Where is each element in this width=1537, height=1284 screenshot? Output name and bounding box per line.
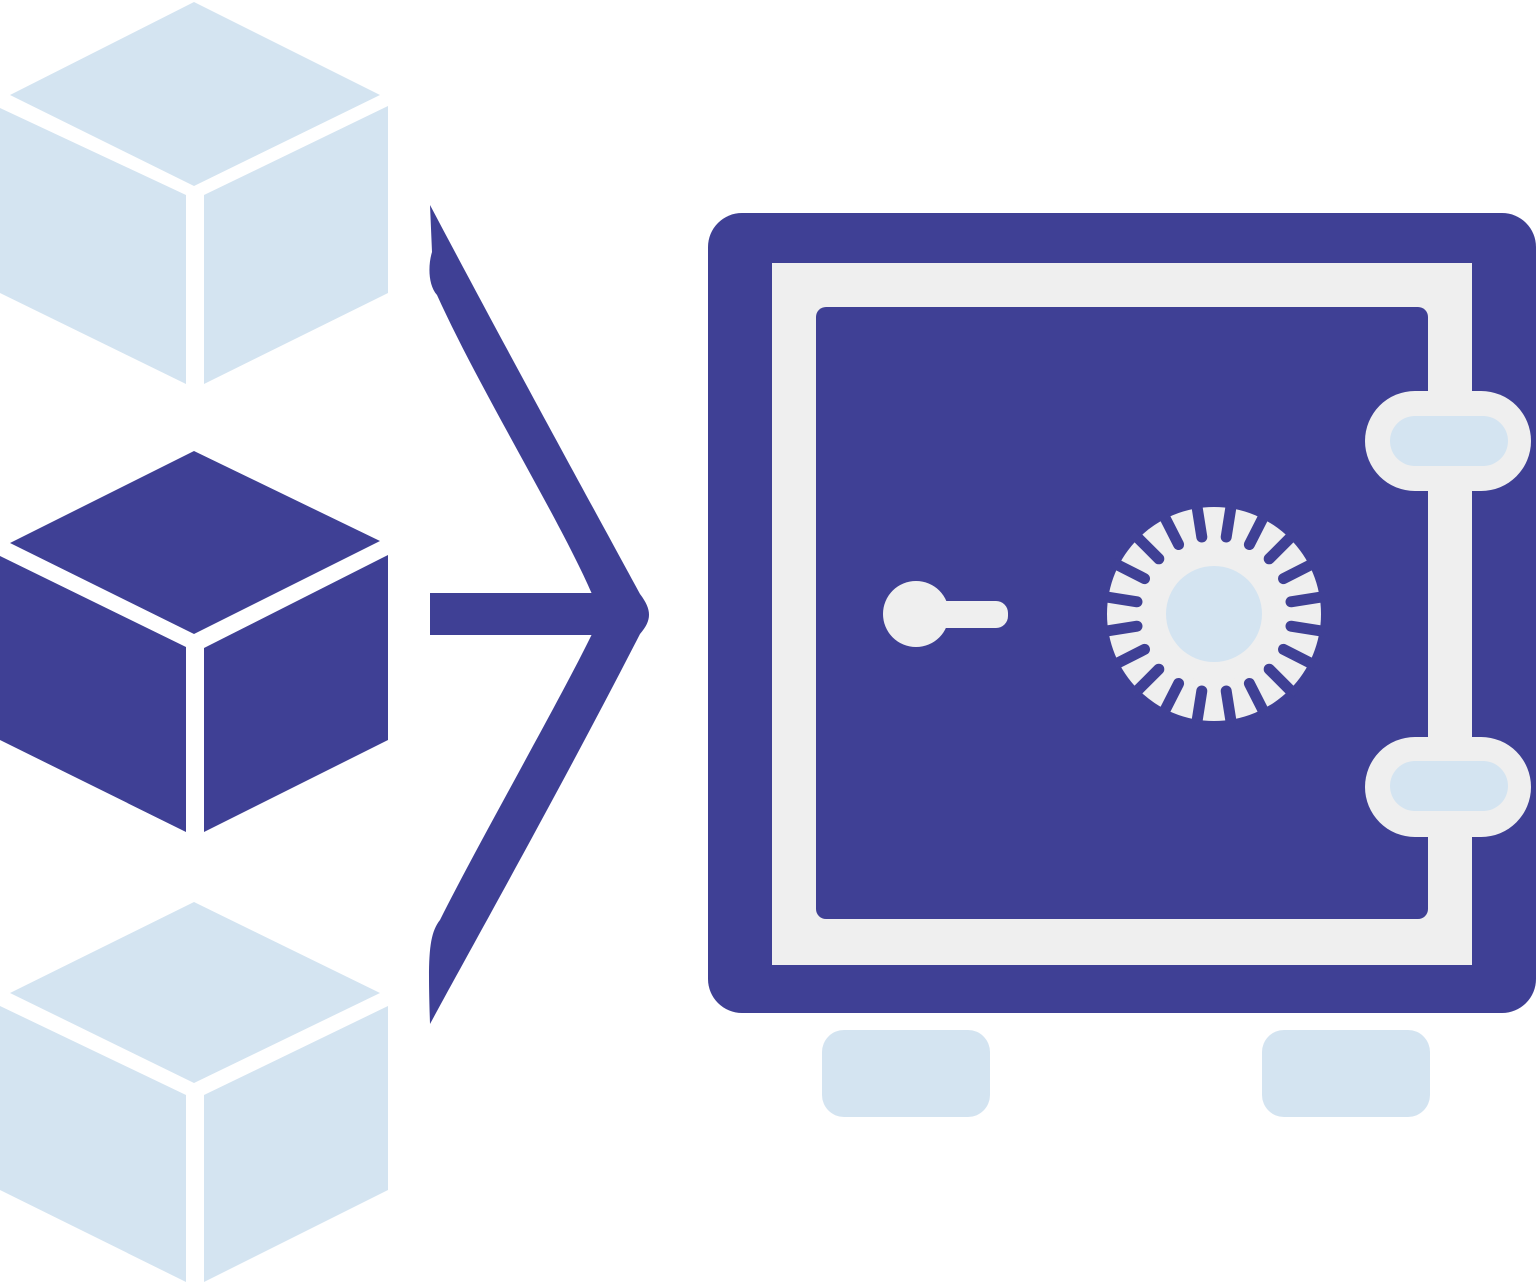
arrow-shaft bbox=[430, 593, 594, 635]
handle-bar bbox=[930, 601, 1008, 628]
dial-notch bbox=[1130, 663, 1165, 698]
cube-right-face bbox=[204, 106, 388, 384]
dial-notch bbox=[1278, 558, 1318, 585]
dial-notch bbox=[1220, 499, 1237, 543]
dial-notch bbox=[1285, 591, 1329, 608]
dial-notch bbox=[1110, 643, 1150, 670]
handle-knob bbox=[883, 581, 949, 647]
arrow-head-tip bbox=[586, 594, 649, 634]
dial-center bbox=[1166, 566, 1262, 662]
dial-notch bbox=[1285, 620, 1329, 637]
dial-notch bbox=[1243, 678, 1270, 718]
hinge-bottom-inner bbox=[1390, 761, 1508, 811]
combination-dial-icon bbox=[1099, 499, 1329, 729]
dial-notch bbox=[1099, 591, 1143, 608]
hinge-top-inner bbox=[1390, 416, 1508, 466]
dial-notch bbox=[1158, 510, 1185, 550]
vault-feet-right bbox=[1262, 1030, 1430, 1117]
dial-notch bbox=[1191, 685, 1208, 729]
cube-bottom-light-icon bbox=[0, 902, 388, 1282]
dial-notch bbox=[1158, 678, 1185, 718]
cube-left-face bbox=[0, 556, 186, 832]
dial-notch bbox=[1220, 685, 1237, 729]
dial-notch bbox=[1191, 499, 1208, 543]
dial-notch bbox=[1110, 558, 1150, 585]
vault-feet-left bbox=[822, 1030, 990, 1117]
cube-top-face bbox=[10, 2, 380, 186]
merge-arrow-icon bbox=[429, 205, 649, 1024]
cube-left-face bbox=[0, 108, 186, 384]
dial-notch bbox=[1243, 510, 1270, 550]
dial-notches bbox=[1099, 499, 1329, 729]
cube-right-face bbox=[204, 555, 388, 832]
dial-notch bbox=[1263, 663, 1298, 698]
dial-notch bbox=[1099, 620, 1143, 637]
cube-left-face bbox=[0, 1006, 186, 1282]
vault-safe-icon bbox=[708, 213, 1536, 1117]
dial-notch bbox=[1130, 530, 1165, 565]
cube-right-face bbox=[204, 1006, 388, 1282]
arrow-upper-arm bbox=[429, 205, 640, 594]
cube-top-face bbox=[10, 902, 380, 1083]
cube-top-light-icon bbox=[0, 2, 388, 384]
dial-notch bbox=[1278, 643, 1318, 670]
cube-top-face bbox=[10, 451, 380, 634]
cube-middle-dark-icon bbox=[0, 451, 388, 832]
dial-notch bbox=[1263, 530, 1298, 565]
arrow-lower-arm bbox=[429, 634, 640, 1024]
